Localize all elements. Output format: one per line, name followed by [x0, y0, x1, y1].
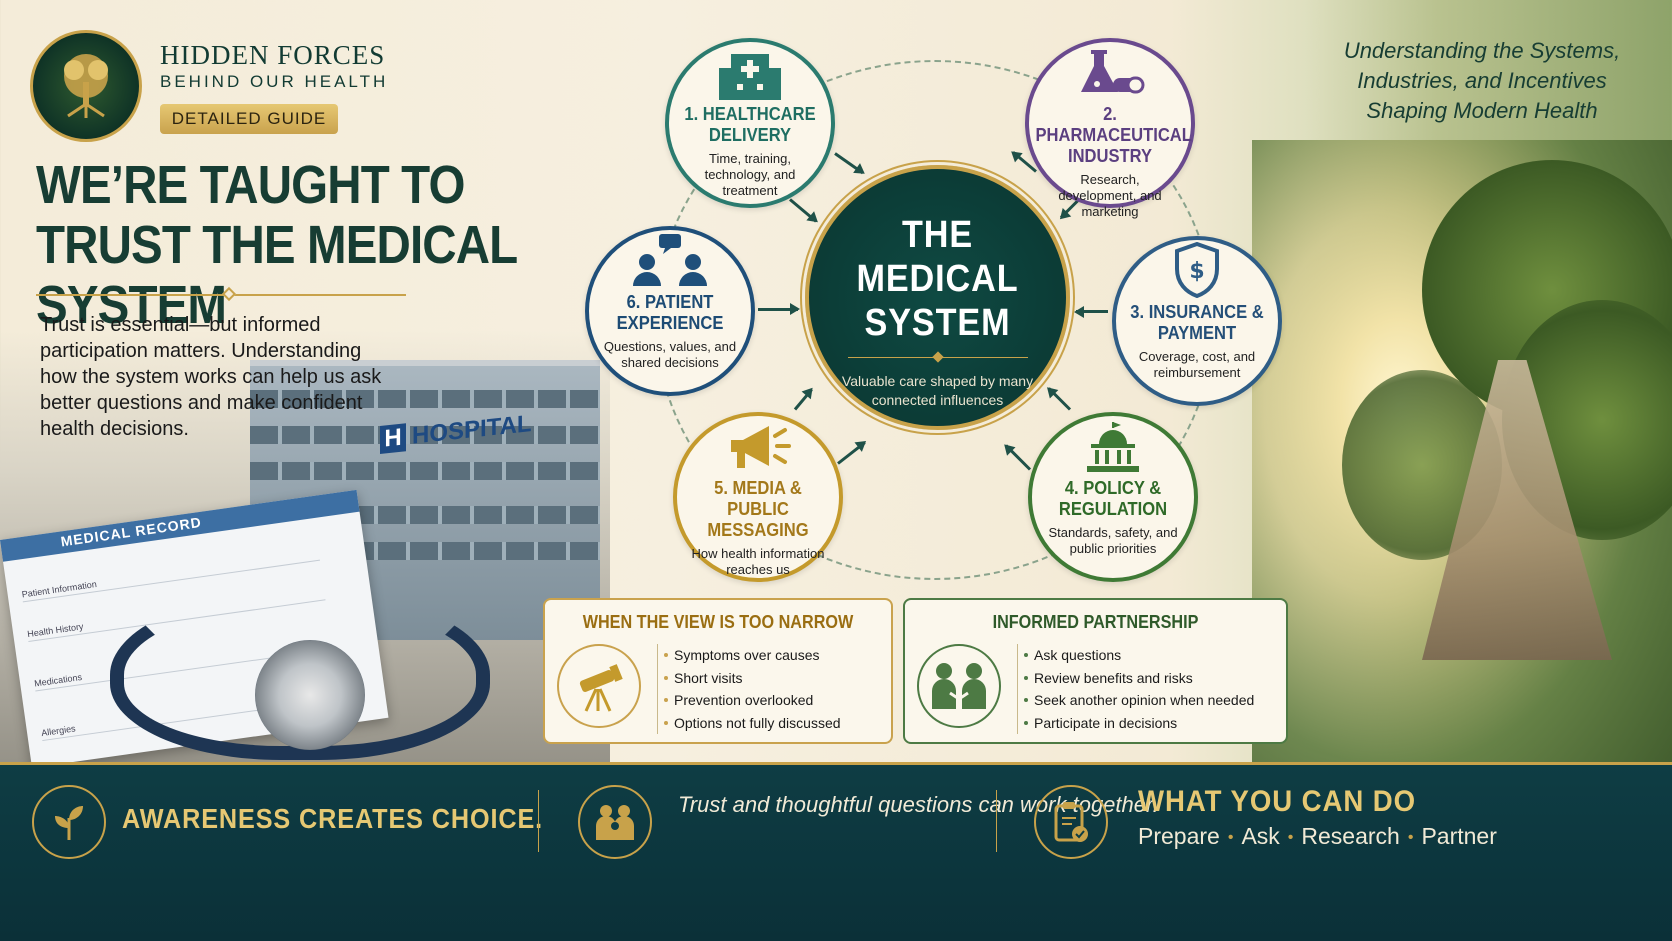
headline: WE’RE TAUGHT TO TRUST THE MEDICAL SYSTEM [36, 155, 517, 335]
node-insurance-payment: $ 3. INSURANCE & PAYMENT Coverage, cost,… [1112, 236, 1282, 406]
brand-subtitle: BEHIND OUR HEALTH [160, 72, 389, 91]
node-healthcare-delivery: 1. HEALTHCARE DELIVERY Time, training, t… [665, 38, 835, 208]
node-media-messaging: 5. MEDIA & PUBLIC MESSAGING How health i… [673, 412, 843, 582]
informed-partnership-box: INFORMED PARTNERSHIP Ask questions Revie… [903, 598, 1288, 744]
megaphone-icon [731, 426, 791, 468]
list-item: Participate in decisions [1023, 712, 1254, 735]
arrow-6-to-hub [758, 303, 800, 315]
forest-path-scene [1252, 140, 1672, 800]
handshake-icon [917, 644, 1001, 728]
detailed-guide-badge: DETAILED GUIDE [160, 104, 338, 134]
awareness-slogan: AWARENESS CREATES CHOICE. [122, 803, 544, 834]
capitol-icon [1087, 422, 1139, 472]
narrow-view-list: Symptoms over causes Short visits Preven… [657, 644, 841, 734]
list-item: Ask questions [1023, 644, 1254, 667]
footer-banner: AWARENESS CREATES CHOICE. Trust and thou… [0, 762, 1672, 941]
telescope-icon [557, 644, 641, 728]
list-item: Short visits [664, 667, 841, 690]
ornament-divider [36, 286, 406, 302]
footer-divider [538, 790, 539, 852]
svg-text:$: $ [1189, 259, 1204, 284]
leaf-icon [32, 785, 106, 859]
intro-text: Trust is essential—but informed particip… [40, 314, 382, 440]
action-ask: Ask [1241, 823, 1280, 849]
shield-dollar-icon: $ [1175, 242, 1219, 298]
action-research: Research [1301, 823, 1400, 849]
hospital-building [250, 360, 600, 640]
node-pharmaceutical-industry: 2. PHARMACEUTICAL INDUSTRY Research, dev… [1025, 38, 1195, 219]
what-you-can-do-title: WHAT YOU CAN DO [1138, 785, 1417, 818]
action-list: Prepare•Ask•Research•Partner [1138, 823, 1497, 849]
stethoscope-chestpiece [255, 640, 365, 750]
tree-logo-icon [30, 30, 142, 142]
clipboard-check-icon [1034, 785, 1108, 859]
list-item: Seek another opinion when needed [1023, 689, 1254, 712]
narrow-view-box: WHEN THE VIEW IS TOO NARROW Symptoms ove… [543, 598, 893, 744]
hospital-icon [719, 54, 781, 100]
list-item: Prevention overlooked [664, 689, 841, 712]
people-chat-icon [633, 234, 707, 286]
footer-divider [996, 790, 997, 852]
action-prepare: Prepare [1138, 823, 1220, 849]
list-item: Review benefits and risks [1023, 667, 1254, 690]
list-item: Options not fully discussed [664, 712, 841, 735]
node-patient-experience: 6. PATIENT EXPERIENCE Questions, values,… [585, 226, 755, 396]
brand-title: HIDDEN FORCES [160, 40, 386, 70]
partnership-list: Ask questions Review benefits and risks … [1017, 644, 1254, 734]
flask-pill-icon [1081, 50, 1145, 94]
family-icon [578, 785, 652, 859]
medical-system-hub: THE MEDICAL SYSTEM Valuable care shaped … [805, 165, 1070, 430]
list-item: Symptoms over causes [664, 644, 841, 667]
action-partner: Partner [1421, 823, 1497, 849]
arrow-3-to-hub [1076, 310, 1108, 313]
node-policy-regulation: 4. POLICY & REGULATION Standards, safety… [1028, 412, 1198, 582]
page-subtitle: Understanding the Systems, Industries, a… [1343, 38, 1621, 123]
